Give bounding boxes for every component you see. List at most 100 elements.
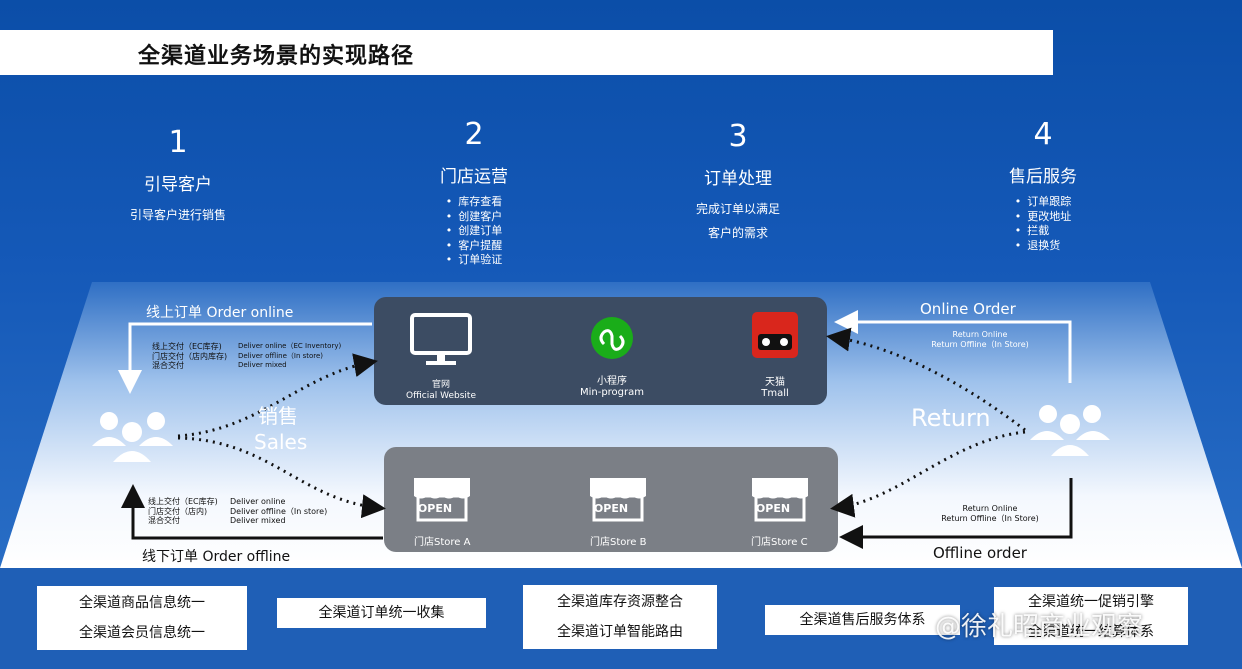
customers-icon <box>92 412 173 462</box>
offline-delivery-en: Deliver online Deliver offline（In store)… <box>230 497 340 526</box>
bullet-item: 更改地址 <box>1015 210 1071 225</box>
offline-order-label: 线下订单 Order offline <box>142 549 291 565</box>
capability-item: 全渠道会员信息统一 <box>79 625 205 641</box>
delivery-option: 门店交付（店内) <box>148 506 208 516</box>
online-delivery-en: Deliver online（EC Inventory) Deliver off… <box>238 342 348 371</box>
bullet-item: 订单验证 <box>446 253 502 268</box>
store-icon: OPEN <box>414 478 470 522</box>
capability-item: 全渠道商品信息统一 <box>79 595 205 611</box>
channel-website: 官网 Official Website <box>396 380 486 402</box>
step-number: 4 <box>1033 117 1053 152</box>
channel-name-cn: 小程序 <box>597 376 627 387</box>
bullet-item: 库存查看 <box>446 195 502 210</box>
bullet-item: 拦截 <box>1015 224 1072 239</box>
delivery-option: 门店交付（店内库存) <box>152 351 228 361</box>
step-1: 1 引导客户 引导客户进行销售 <box>108 126 248 227</box>
store-icon: OPEN <box>590 478 646 522</box>
online-order-label: 线上订单 Order online <box>146 305 294 321</box>
step-description-line: 客户的需求 <box>707 226 768 240</box>
right-online-arrow <box>834 310 1072 383</box>
delivery-option: Deliver offline（In store) <box>230 506 328 516</box>
online-order-arrow <box>118 322 372 394</box>
return-option: Return Offline（In Store) <box>931 340 1029 349</box>
step-heading: 订单处理 <box>704 169 772 189</box>
online-return-options: Return Online Return Offline（In Store) <box>920 330 1040 350</box>
step-bullet-list: 库存查看 创建客户 创建订单 客户提醒 订单验证 <box>446 195 502 268</box>
delivery-option: Deliver mixed <box>230 516 286 525</box>
store-c-label: 门店Store C <box>751 537 808 548</box>
sales-label-en: Sales <box>254 430 308 454</box>
store-icon: OPEN <box>752 478 808 522</box>
bottom-box-promotion-settlement: 全渠道统一促销引擎 全渠道统一结算体系 <box>994 587 1188 645</box>
bottom-box-inventory-routing: 全渠道库存资源整合 全渠道订单智能路由 <box>523 585 717 649</box>
customers-icon <box>1030 405 1110 456</box>
step-heading: 售后服务 <box>1009 167 1077 187</box>
capability-item: 全渠道订单智能路由 <box>557 624 683 640</box>
channel-mini-program: 小程序 Min-program <box>567 376 657 398</box>
step-number: 2 <box>464 117 484 152</box>
store-b-label: 门店Store B <box>590 537 647 548</box>
step-heading: 引导客户 <box>144 175 212 195</box>
tmall-icon <box>752 312 798 358</box>
step-3: 3 订单处理 完成订单以满足 客户的需求 <box>668 120 808 245</box>
capability-item: 全渠道统一促销引擎 <box>1028 594 1154 610</box>
bullet-item: 创建订单 <box>446 224 502 239</box>
return-label: Return <box>911 404 991 432</box>
return-option: Return Online <box>952 330 1008 339</box>
page-title: 全渠道业务场景的实现路径 <box>138 44 415 69</box>
channel-name-en: Min-program <box>579 387 645 398</box>
shop-sign: OPEN <box>594 502 628 515</box>
monitor-icon <box>410 313 472 365</box>
step-description-line: 完成订单以满足 <box>695 202 780 216</box>
bottom-box-orders: 全渠道订单统一收集 <box>277 598 486 628</box>
watermark: @徐礼昭商业观察 <box>935 612 1144 642</box>
step-description: 引导客户进行销售 <box>129 208 226 222</box>
bullet-item: 创建客户 <box>446 210 502 225</box>
capability-item: 全渠道订单统一收集 <box>318 605 445 621</box>
return-curve-online <box>826 327 1026 432</box>
delivery-option: Deliver offline（In store) <box>238 351 324 360</box>
channel-name-cn: 天猫 <box>765 377 785 388</box>
offline-delivery-cn: 线上交付（EC库存) 门店交付（店内) 混合交付 <box>148 497 238 526</box>
store-a-label: 门店Store A <box>414 537 471 548</box>
right-offline-order-label: Offline order <box>933 544 1027 562</box>
bottom-box-aftersales: 全渠道售后服务体系 <box>765 605 960 635</box>
delivery-option: 线上交付（EC库存) <box>152 342 222 351</box>
bottom-box-product-member: 全渠道商品信息统一 全渠道会员信息统一 <box>37 586 247 650</box>
bullet-item: 客户提醒 <box>446 239 502 254</box>
bullet-item: 订单跟踪 <box>1015 195 1071 210</box>
offline-order-arrow <box>121 484 383 540</box>
delivery-option: 混合交付 <box>148 516 180 525</box>
channel-tmall: 天猫 Tmall <box>730 377 820 399</box>
return-option: Return Offline（In Store) <box>941 514 1039 523</box>
capability-item: 全渠道售后服务体系 <box>799 612 926 628</box>
return-curve-store <box>830 430 1026 518</box>
shop-sign: OPEN <box>418 502 452 515</box>
delivery-option: Deliver online <box>230 497 286 506</box>
channel-name-en: Official Website <box>406 391 476 401</box>
step-heading: 门店运营 <box>440 167 508 187</box>
delivery-option: 混合交付 <box>152 361 184 370</box>
delivery-option: 线上交付（EC库存) <box>148 497 218 506</box>
title-bar <box>0 30 1053 75</box>
capability-item: 全渠道库存资源整合 <box>557 594 683 610</box>
channel-name-en: Tmall <box>761 388 789 399</box>
step-number: 3 <box>728 119 748 154</box>
delivery-option: Deliver online（EC Inventory) <box>238 342 342 350</box>
sales-label-cn: 销售 <box>258 404 298 428</box>
right-online-order-label: Online Order <box>920 300 1016 318</box>
capability-item: 全渠道统一结算体系 <box>1028 624 1154 640</box>
right-offline-arrow <box>839 478 1073 549</box>
mini-program-icon <box>591 317 633 359</box>
step-4: 4 售后服务 订单跟踪 更改地址 拦截 退换货 <box>973 118 1113 253</box>
step-2: 2 门店运营 库存查看 创建客户 创建订单 客户提醒 订单验证 <box>404 118 544 268</box>
offline-return-options: Return Online Return Offline（In Store) <box>930 504 1050 524</box>
step-bullet-list: 订单跟踪 更改地址 拦截 退换货 <box>1015 195 1072 254</box>
step-number: 1 <box>168 125 188 160</box>
return-option: Return Online <box>962 504 1018 513</box>
bullet-item: 退换货 <box>1015 239 1072 254</box>
sales-curve-online <box>177 353 378 438</box>
shop-sign: OPEN <box>756 502 790 515</box>
online-delivery-cn: 线上交付（EC库存) 门店交付（店内库存) 混合交付 <box>152 342 242 371</box>
